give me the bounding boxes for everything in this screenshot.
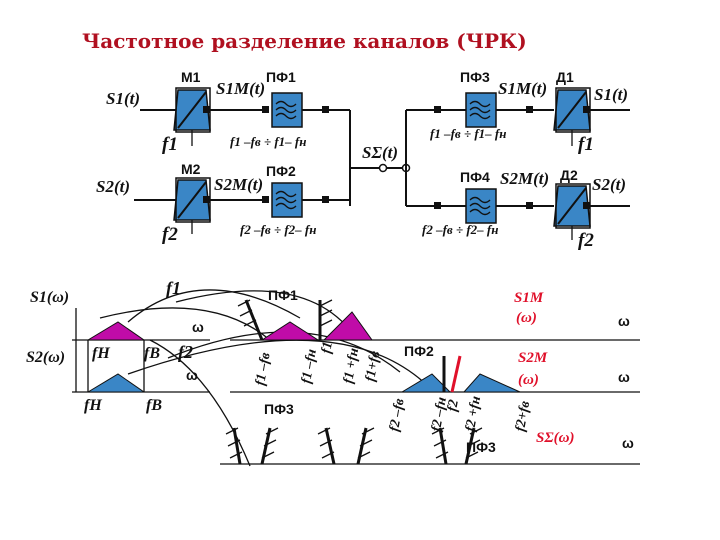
label-m1: М1	[181, 69, 201, 85]
label-pf2: ПФ2	[266, 163, 296, 179]
label-pf3-spectrum-a: ПФ3	[264, 401, 294, 417]
node	[526, 106, 533, 113]
freq-label-r2-2: f2	[445, 399, 462, 413]
label-s1m-rx: S1M(t)	[498, 79, 547, 98]
label-f2-rx: f2	[578, 230, 594, 251]
freq-label-r2-0: f2 –fв	[387, 397, 408, 433]
spectrum-s2m-lower	[400, 373, 452, 393]
spectrum-s2m-upper	[462, 373, 521, 393]
filter-pf1	[271, 92, 303, 128]
label-pf2-spectrum: ПФ2	[404, 343, 434, 359]
label-s2m-w-arg: (ω)	[518, 372, 539, 388]
node	[262, 106, 269, 113]
label-ssum-w: SΣ(ω)	[536, 430, 574, 446]
node	[583, 106, 590, 113]
label-s2-in: S2(t)	[96, 177, 130, 196]
label-s2w: S2(ω)	[26, 349, 65, 366]
node	[526, 202, 533, 209]
label-f1-rx: f1	[578, 134, 594, 155]
label-s1-in: S1(t)	[106, 89, 140, 108]
node	[434, 106, 441, 113]
label-pf1: ПФ1	[266, 69, 296, 85]
freq-label-r1-1: f1 –fн	[299, 348, 320, 385]
spectrum-s2	[86, 373, 146, 393]
demodulator-d1	[553, 87, 591, 133]
label-s1m-w: S1M	[514, 290, 544, 306]
band-pf3: f1 –fв ÷ f1– fн	[430, 126, 506, 141]
label-fn-a: fН	[92, 345, 110, 362]
label-fv-a: fВ	[144, 345, 160, 362]
hatch-pf1	[237, 299, 333, 327]
label-omega-2: ω	[186, 367, 198, 383]
page-title: Частотное разделение каналов (ЧРК)	[82, 29, 527, 53]
filter-pf4	[465, 188, 497, 224]
label-s2-out: S2(t)	[592, 175, 626, 194]
freq-label-r2-1: f2 –fн	[429, 396, 450, 433]
filter-wall-pf3-a	[232, 427, 242, 465]
label-s1w: S1(ω)	[30, 289, 69, 306]
label-s-sum: SΣ(t)	[362, 143, 398, 162]
terminal	[378, 163, 388, 173]
node	[583, 202, 590, 209]
label-pf4: ПФ4	[460, 169, 490, 185]
label-fn-b: fН	[84, 397, 102, 414]
label-f2-tx: f2	[162, 224, 178, 245]
node	[322, 196, 329, 203]
label-s1-out: S1(t)	[594, 85, 628, 104]
label-m2: М2	[181, 161, 201, 177]
freq-label-r1-2: f1	[319, 341, 336, 355]
freq-label-r2-4: f2+fв	[513, 399, 533, 432]
hatch-pf3	[225, 427, 483, 459]
label-s1m-w-arg: (ω)	[516, 310, 537, 326]
band-pf2: f2 –fв ÷ f2– fн	[240, 222, 316, 237]
label-d1: Д1	[556, 69, 574, 85]
label-omega-3: ω	[618, 313, 630, 329]
spectrum-s1m-lower	[260, 321, 320, 341]
filter-wall-pf2-right	[450, 355, 462, 393]
freq-label-r1-3: f1 +fн	[341, 347, 362, 385]
label-pf3-spectrum-b: ПФ3	[466, 439, 496, 455]
band-pf4: f2 –fв ÷ f2– fн	[422, 222, 498, 237]
filter-pf2	[271, 182, 303, 218]
label-pf1-spectrum: ПФ1	[268, 287, 298, 303]
label-f1-carrier: f1	[166, 278, 181, 298]
map-arc	[127, 339, 431, 389]
map-arc	[149, 339, 251, 467]
label-omega-1: ω	[192, 319, 204, 335]
label-s1m-tx: S1M(t)	[216, 79, 265, 98]
label-f2-carrier: f2	[178, 342, 193, 362]
filter-wall-pf3-e	[438, 427, 448, 465]
label-pf3: ПФ3	[460, 69, 490, 85]
label-d2: Д2	[560, 167, 578, 183]
band-pf1: f1 –fв ÷ f1– fн	[230, 134, 306, 149]
label-omega-5: ω	[622, 435, 634, 451]
label-s2m-w: S2M	[518, 350, 548, 366]
map-arc	[99, 307, 271, 341]
node	[322, 106, 329, 113]
spectrum-s1	[86, 321, 146, 341]
label-omega-4: ω	[618, 369, 630, 385]
label-s2m-rx: S2M(t)	[500, 169, 549, 188]
filter-wall-pf3-c	[324, 427, 336, 465]
freq-label-r1-4: f1+fв	[363, 349, 383, 382]
filter-wall-pf1-left	[244, 299, 264, 341]
node	[203, 196, 210, 203]
modulator-m2	[173, 177, 211, 223]
label-f1-tx: f1	[162, 134, 178, 155]
freq-label-r1-0: f1 –fв	[253, 351, 274, 387]
label-s2m-tx: S2M(t)	[214, 175, 263, 194]
filter-pf3	[465, 92, 497, 128]
node	[434, 202, 441, 209]
spectrum-s1m-upper	[322, 311, 373, 341]
node	[262, 196, 269, 203]
node	[203, 106, 210, 113]
map-arc	[127, 289, 301, 323]
label-fv-b: fВ	[146, 397, 162, 414]
map-arc	[175, 290, 351, 331]
freq-label-r2-3: f2 +fн	[463, 395, 484, 433]
